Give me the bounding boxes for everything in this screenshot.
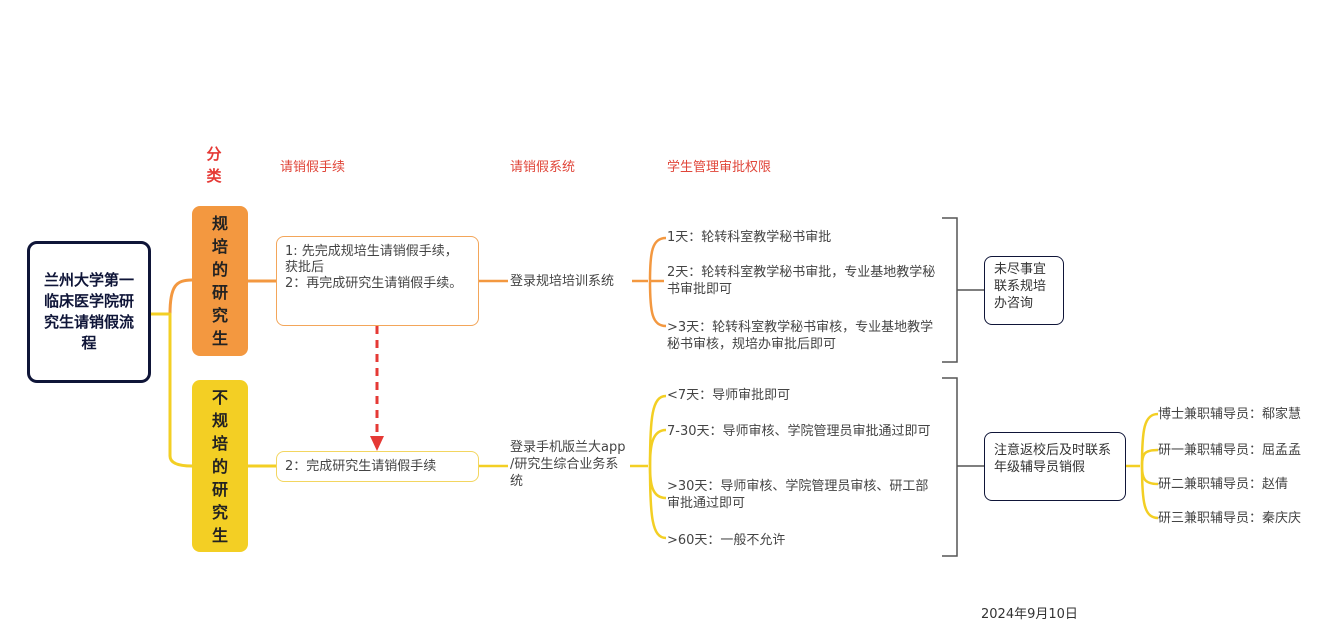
authority-item: >30天：导师审核、学院管理员审核、研工部审批通过即可 — [667, 479, 929, 511]
authority-item: 1天：轮转科室教学秘书审批 — [667, 230, 832, 245]
procedure-box-non-training: 2：完成研究生请销假手续 — [276, 451, 479, 482]
procedure-line: 2：再完成研究生请销假手续。 — [285, 276, 463, 291]
date-label: 2024年9月10日 — [981, 607, 1078, 622]
advisor-item: 博士兼职辅导员：郗家慧 — [1158, 407, 1302, 422]
root-node: 兰州大学第一临床医学院研究生请销假流程 — [27, 241, 151, 383]
procedure-line: 2：完成研究生请销假手续 — [285, 459, 437, 474]
authority-item: 7-30天：导师审核、学院管理员审批通过即可 — [667, 424, 931, 439]
note-box-training-office: 未尽事宜联系规培办咨询 — [984, 256, 1064, 325]
system-non-training: 登录手机版兰大app /研究生综合业务系统 — [510, 440, 626, 489]
header-procedure: 请销假手续 — [280, 160, 346, 175]
link-sys2-authorities — [630, 394, 667, 540]
authority-item: >60天：一般不允许 — [667, 533, 786, 548]
procedure-box-training: 1: 先完成规培生请销假手续，获批后 2：再完成研究生请销假手续。 — [276, 236, 479, 326]
category-node-non-training: 不规培的研究生 — [192, 380, 248, 552]
system-training: 登录规培培训系统 — [510, 274, 615, 289]
link-note2-advisors — [1126, 412, 1159, 520]
root-title: 兰州大学第一临床医学院研究生请销假流程 — [44, 271, 135, 352]
authority-item: >3天：轮转科室教学秘书审核，专业基地教学秘书审核，规培办审批后即可 — [667, 320, 934, 352]
category-label: 规培的研究生 — [211, 214, 228, 348]
note-text: 注意返校后及时联系年级辅导员销假 — [994, 443, 1112, 475]
link-sys1-authorities — [632, 236, 667, 328]
category-label: 不规培的研究生 — [211, 387, 228, 545]
note-box-return-to-school: 注意返校后及时联系年级辅导员销假 — [984, 432, 1126, 501]
root-branch-lines — [149, 278, 194, 468]
advisor-item: 研三兼职辅导员：秦庆庆 — [1158, 511, 1302, 526]
advisor-item: 研二兼职辅导员：赵倩 — [1158, 477, 1289, 492]
bracket-group1 — [942, 217, 984, 363]
procedure-line: 1: 先完成规培生请销假手续，获批后 — [285, 244, 458, 275]
dashed-arrow — [370, 326, 384, 451]
header-category: 分类 — [206, 145, 222, 185]
category-node-training: 规培的研究生 — [192, 206, 248, 356]
header-authority: 学生管理审批权限 — [667, 160, 772, 175]
note-text: 未尽事宜联系规培办咨询 — [994, 262, 1047, 311]
authority-item: <7天：导师审批即可 — [667, 388, 791, 403]
advisor-item: 研一兼职辅导员：屈孟孟 — [1158, 443, 1302, 458]
authority-item: 2天：轮转科室教学秘书审批，专业基地教学秘书审批即可 — [667, 265, 936, 297]
bracket-group2 — [942, 377, 984, 557]
header-system: 请销假系统 — [510, 160, 576, 175]
